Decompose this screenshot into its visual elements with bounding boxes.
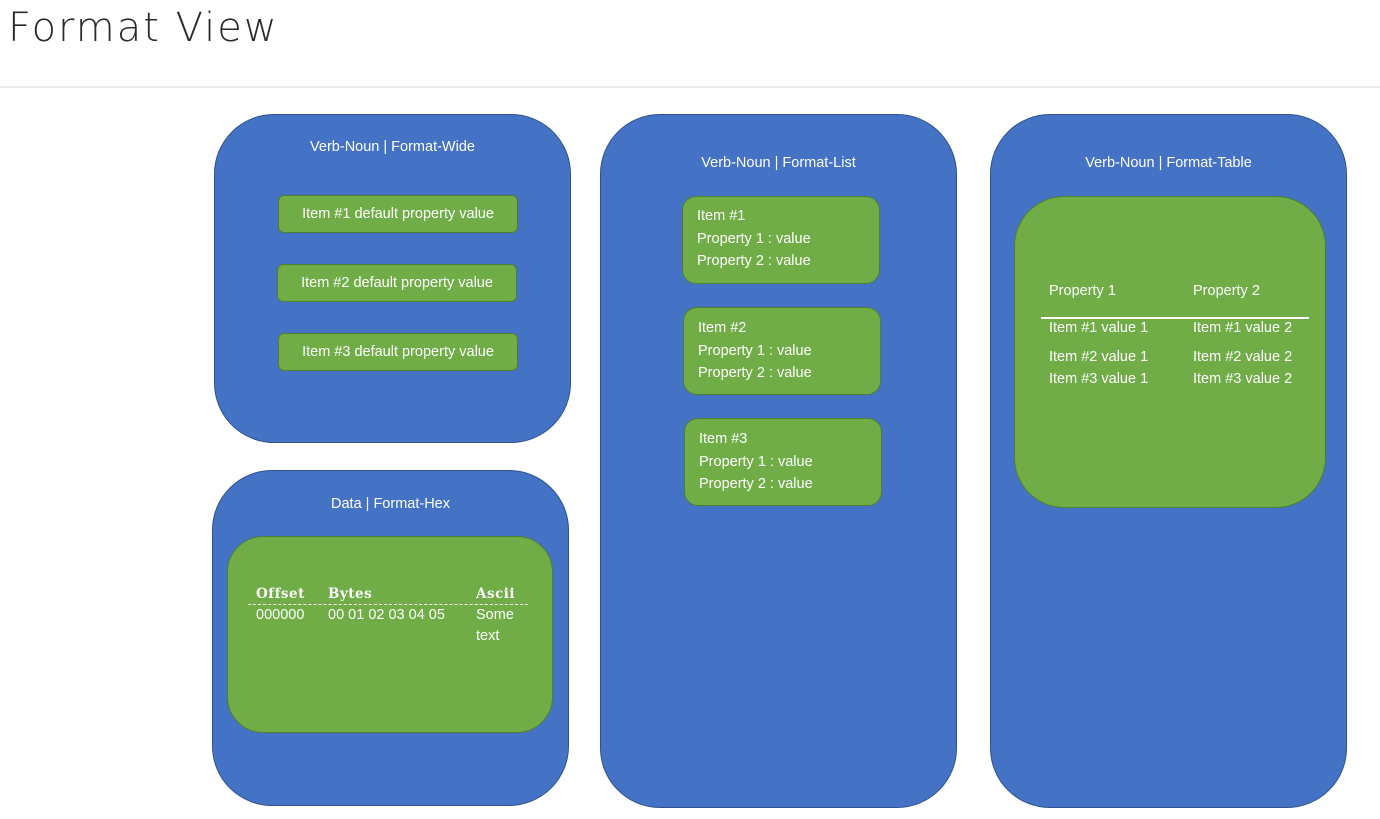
format-hex-box: Data | Format-Hex Offset Bytes Ascii 000… <box>212 470 569 806</box>
hex-cell-offset: 000000 <box>256 607 305 623</box>
table-cell: Item #2 value 1 <box>1049 349 1149 365</box>
list-item-property-1: Property 1 : value <box>698 343 812 359</box>
list-item-property-2: Property 2 : value <box>698 365 812 381</box>
list-item-name: Item #3 <box>699 431 748 447</box>
table-cell: Item #1 value 2 <box>1193 320 1293 336</box>
page-title: Format View <box>8 5 279 51</box>
format-table-title: Verb-Noun | Format-Table <box>1085 155 1252 171</box>
hex-cell-bytes: 00 01 02 03 04 05 <box>328 607 445 623</box>
format-wide-item-1: Item #1 default property value <box>278 195 518 233</box>
format-wide-title: Verb-Noun | Format-Wide <box>310 139 475 155</box>
hex-header-rule <box>248 604 528 605</box>
table-header-property-2: Property 2 <box>1193 283 1260 299</box>
list-item-property-1: Property 1 : value <box>699 454 813 470</box>
table-cell: Item #1 value 1 <box>1049 320 1149 336</box>
list-item-name: Item #2 <box>698 320 747 336</box>
hex-cell-ascii-line-2: text <box>476 628 500 644</box>
format-list-box: Verb-Noun | Format-List Item #1 Property… <box>600 114 957 808</box>
table-header-property-1: Property 1 <box>1049 283 1116 299</box>
format-wide-item-2: Item #2 default property value <box>277 264 517 302</box>
table-cell: Item #2 value 2 <box>1193 349 1293 365</box>
list-item-property-2: Property 2 : value <box>697 253 811 269</box>
format-list-item-2: Item #2 Property 1 : value Property 2 : … <box>683 307 881 395</box>
format-list-title: Verb-Noun | Format-List <box>701 155 856 171</box>
list-item-property-1: Property 1 : value <box>697 231 811 247</box>
list-item-name: Item #1 <box>697 208 746 224</box>
format-hex-title: Data | Format-Hex <box>331 496 450 512</box>
table-header-rule <box>1041 317 1309 319</box>
title-divider <box>0 86 1380 88</box>
hex-header-offset: Offset <box>256 586 305 602</box>
hex-header-bytes: Bytes <box>328 586 373 602</box>
format-list-item-3: Item #3 Property 1 : value Property 2 : … <box>684 418 882 506</box>
format-list-item-1: Item #1 Property 1 : value Property 2 : … <box>682 196 880 284</box>
hex-cell-ascii-line-1: Some <box>476 607 514 623</box>
format-table-box: Verb-Noun | Format-Table Property 1 Prop… <box>990 114 1347 808</box>
list-item-property-2: Property 2 : value <box>699 476 813 492</box>
format-hex-panel: Offset Bytes Ascii 000000 00 01 02 03 04… <box>227 536 553 733</box>
format-wide-item-3: Item #3 default property value <box>278 333 518 371</box>
table-cell: Item #3 value 2 <box>1193 371 1293 387</box>
hex-header-ascii: Ascii <box>476 586 516 602</box>
format-table-panel: Property 1 Property 2 Item #1 value 1 It… <box>1014 196 1326 508</box>
format-wide-box: Verb-Noun | Format-Wide Item #1 default … <box>214 114 571 443</box>
table-cell: Item #3 value 1 <box>1049 371 1149 387</box>
